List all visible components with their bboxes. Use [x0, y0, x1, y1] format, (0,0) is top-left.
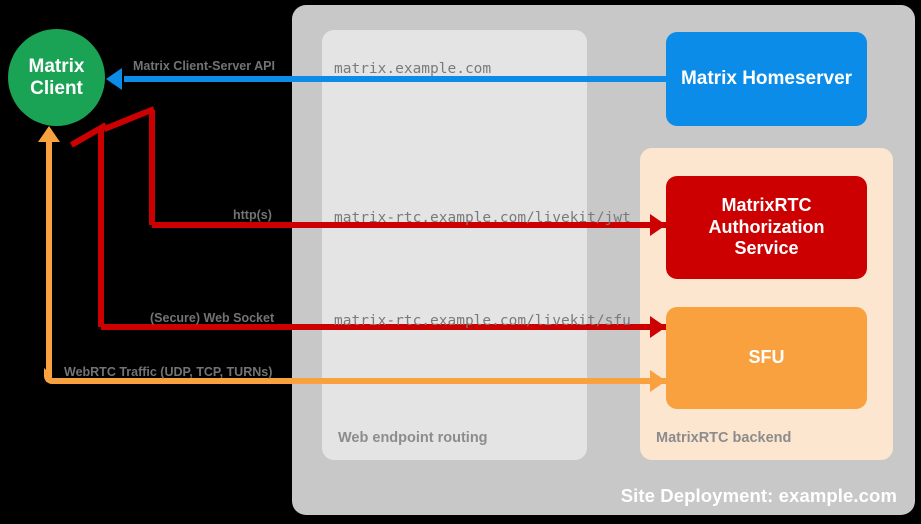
edge-webrtc-corner	[44, 368, 60, 384]
edge-csapi-line	[124, 76, 666, 82]
edge-csapi-label: Matrix Client-Server API	[133, 59, 275, 73]
node-sfu[interactable]: SFU	[666, 307, 867, 409]
edge-jwt-arrowhead-auth	[650, 214, 666, 236]
edge-websocket-label: (Secure) Web Socket	[150, 311, 275, 325]
edge-csapi-arrowhead	[106, 68, 122, 90]
node-matrix-homeserver-label: Matrix Homeserver	[680, 68, 853, 90]
edge-websocket-arrowhead-sfu	[650, 316, 666, 338]
node-matrixrtc-authorization-service[interactable]: MatrixRTC Authorization Service	[666, 176, 867, 279]
matrixrtc-backend-label: MatrixRTC backend	[656, 430, 792, 446]
site-deployment-label: Site Deployment: example.com	[620, 485, 897, 506]
edge-jwt-url: matrix-rtc.example.com/livekit/jwt	[334, 210, 631, 226]
edge-webrtc-arrowhead-client	[38, 126, 60, 142]
node-matrix-client-line2: Client	[30, 77, 83, 99]
edge-csapi-url: matrix.example.com	[334, 61, 492, 77]
edge-websocket-vline	[98, 128, 104, 327]
node-auth-line1: MatrixRTC	[721, 194, 812, 215]
edge-webrtc-arrowhead-sfu	[650, 370, 666, 392]
node-matrix-client-line1: Matrix	[28, 55, 85, 77]
edge-webrtc-hline	[52, 378, 666, 384]
edge-jwt-vline	[149, 110, 155, 225]
edge-websocket-hline	[101, 324, 666, 330]
node-auth-line3: Service	[734, 238, 799, 259]
edge-jwt-hline	[152, 222, 666, 228]
node-matrix-homeserver[interactable]: Matrix Homeserver	[666, 32, 867, 126]
edge-webrtc-label: WebRTC Traffic (UDP, TCP, TURNs)	[64, 365, 273, 379]
edge-jwt-diagonal	[102, 106, 156, 133]
web-endpoint-routing-label: Web endpoint routing	[338, 430, 488, 446]
web-endpoint-routing-container: Web endpoint routing	[322, 30, 587, 460]
node-sfu-label: SFU	[748, 347, 785, 368]
edge-webrtc-vline	[46, 142, 52, 382]
node-auth-line2: Authorization	[708, 216, 825, 237]
edge-jwt-label: http(s)	[233, 208, 272, 222]
node-matrix-client[interactable]: Matrix Client	[8, 29, 105, 126]
edge-websocket-url: matrix-rtc.example.com/livekit/sfu	[334, 313, 631, 329]
